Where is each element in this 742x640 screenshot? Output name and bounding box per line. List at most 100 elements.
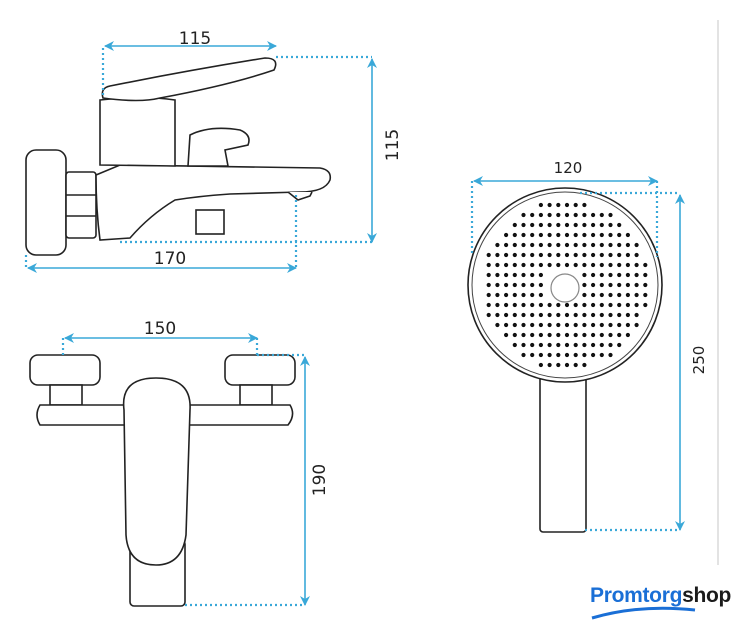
spray-hole — [495, 302, 500, 308]
spray-hole — [608, 322, 613, 328]
spray-hole — [530, 232, 535, 238]
spray-hole — [538, 252, 544, 258]
spray-hole — [625, 282, 631, 288]
spray-hole — [599, 302, 604, 308]
spray-hole — [608, 232, 613, 238]
spray-hole — [556, 332, 561, 338]
spray-hole — [564, 332, 570, 338]
spray-hole — [573, 222, 578, 228]
dim-label-190: 190 — [310, 464, 330, 496]
spray-hole — [599, 292, 604, 298]
spray-hole — [608, 212, 613, 218]
spray-hole — [591, 312, 596, 318]
spray-hole — [634, 302, 639, 308]
spray-hole — [547, 242, 552, 248]
spray-hole — [617, 272, 622, 278]
spray-hole — [617, 312, 622, 318]
spray-hole — [625, 232, 631, 238]
spray-hole — [547, 332, 552, 338]
spray-hole — [599, 272, 604, 278]
spray-hole — [591, 232, 596, 238]
spray-hole — [564, 262, 570, 268]
spray-hole — [495, 292, 500, 298]
spray-hole — [530, 312, 535, 318]
spray-hole — [530, 352, 535, 358]
spray-hole — [556, 252, 561, 258]
promtorgshop-logo[interactable]: Promtorgshop — [590, 584, 732, 620]
spray-hole — [617, 302, 622, 308]
spray-hole — [634, 242, 639, 248]
spray-hole — [599, 242, 604, 248]
spray-hole — [504, 292, 509, 298]
spray-hole — [608, 242, 613, 248]
spray-hole — [504, 322, 509, 328]
spray-hole — [512, 342, 517, 348]
spray-hole — [504, 312, 509, 318]
spray-hole — [582, 282, 587, 288]
spray-hole — [634, 292, 639, 298]
spray-hole — [591, 242, 596, 248]
spray-hole — [538, 302, 544, 308]
spray-hole — [521, 292, 526, 298]
spray-hole — [530, 342, 535, 348]
spray-hole — [504, 282, 509, 288]
spray-hole — [573, 352, 578, 358]
spray-hole — [643, 272, 648, 278]
spray-hole — [538, 332, 544, 338]
spray-hole — [625, 262, 631, 268]
spray-hole — [556, 322, 561, 328]
spray-hole — [556, 352, 561, 358]
spray-hole — [617, 282, 622, 288]
spray-hole — [547, 302, 552, 308]
spray-hole — [521, 342, 526, 348]
spray-hole — [521, 252, 526, 258]
spray-hole — [599, 352, 604, 358]
spray-hole — [599, 332, 604, 338]
spray-hole — [643, 262, 648, 268]
spray-hole — [556, 342, 561, 348]
spray-hole — [512, 322, 517, 328]
spray-hole — [564, 232, 570, 238]
dim-label-150: 150 — [144, 319, 176, 339]
spray-hole — [617, 292, 622, 298]
spray-hole — [504, 272, 509, 278]
spray-hole — [521, 222, 526, 228]
spray-hole — [582, 292, 587, 298]
spray-hole — [521, 242, 526, 248]
logo-text-shop: shop — [682, 584, 732, 607]
spray-hole — [547, 262, 552, 268]
spray-hole — [573, 262, 578, 268]
spray-hole — [591, 212, 596, 218]
spray-hole — [608, 342, 613, 348]
spray-hole — [512, 222, 517, 228]
spray-hole — [538, 222, 544, 228]
spray-hole — [608, 222, 613, 228]
spray-hole — [591, 292, 596, 298]
spray-hole — [564, 302, 570, 308]
spray-hole — [582, 312, 587, 318]
dim-label-250: 250 — [690, 346, 708, 375]
spray-hole — [512, 272, 517, 278]
spray-hole — [599, 312, 604, 318]
spray-hole — [564, 362, 570, 368]
spray-hole — [573, 332, 578, 338]
center-hole — [550, 273, 580, 303]
spray-hole — [617, 252, 622, 258]
spray-hole — [521, 232, 526, 238]
spray-hole — [582, 302, 587, 308]
spray-hole — [564, 202, 570, 208]
spray-hole — [608, 282, 613, 288]
spray-hole — [486, 302, 491, 308]
spray-hole — [504, 332, 509, 338]
spray-hole — [512, 292, 517, 298]
spray-hole — [521, 312, 526, 318]
spray-hole — [634, 322, 639, 328]
spray-hole — [582, 362, 587, 368]
spray-hole — [625, 242, 631, 248]
spray-hole — [582, 332, 587, 338]
spray-hole — [547, 352, 552, 358]
logo-text-promtorg: Promtorg — [590, 584, 683, 607]
spray-hole — [591, 282, 596, 288]
spray-hole — [573, 342, 578, 348]
spray-hole — [504, 242, 509, 248]
